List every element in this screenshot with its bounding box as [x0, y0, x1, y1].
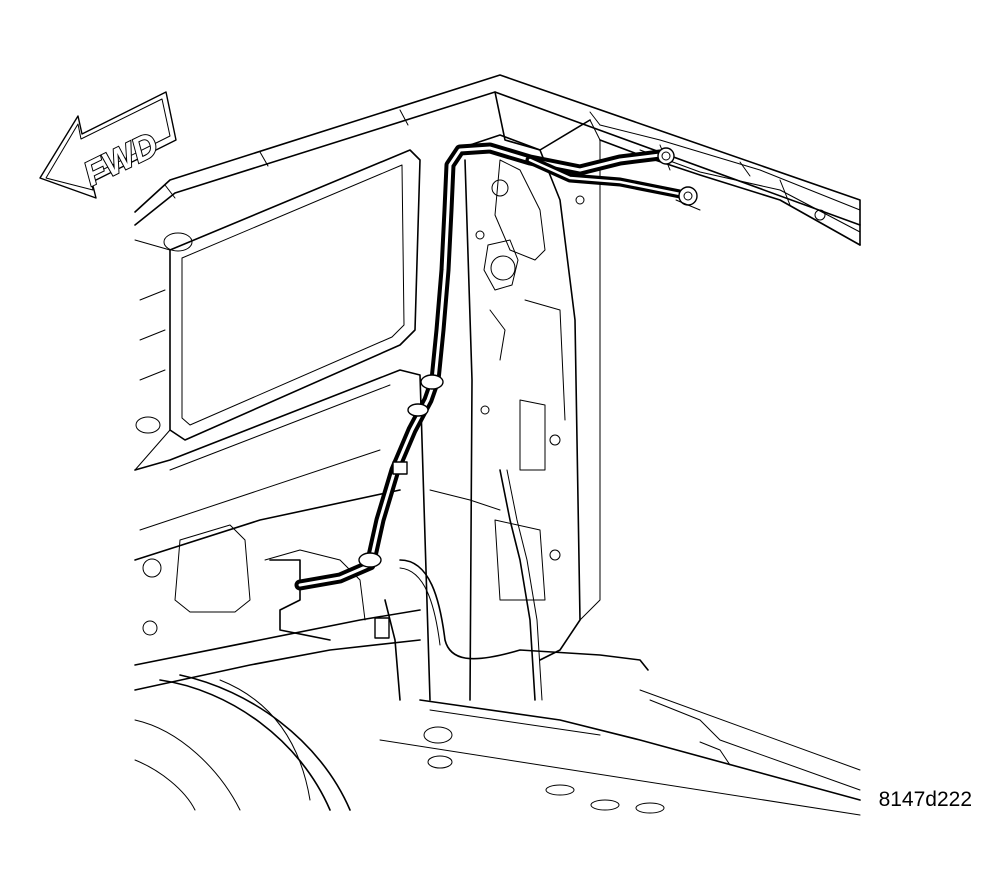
- floor-harness: [269, 469, 649, 701]
- c-pillar: [454, 119, 601, 701]
- fwd-arrow: FWD: [39, 91, 177, 199]
- harness-connector-lower: [675, 186, 701, 211]
- floor-and-wheelhouse: [134, 639, 861, 816]
- quarter-inner-panel: [134, 369, 431, 701]
- main-wiring-harness: [294, 142, 701, 591]
- roof-rail: [134, 74, 861, 246]
- harness-connector-upper: [657, 147, 675, 165]
- figure-id-label: 8147d222: [878, 788, 972, 811]
- quarter-window-opening: [134, 149, 421, 471]
